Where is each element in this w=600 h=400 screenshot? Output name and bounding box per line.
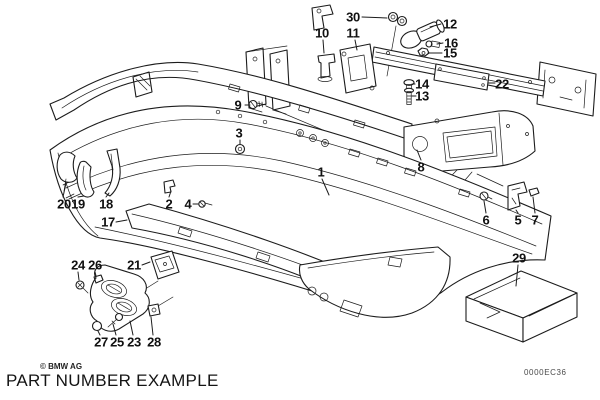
diagram-code: 0000EC36	[524, 368, 567, 377]
bolt-16	[426, 41, 440, 48]
clip-2	[164, 180, 175, 193]
bolt-13	[405, 88, 414, 104]
part-label-2[interactable]: 2	[165, 196, 173, 212]
bar-end-plate	[537, 62, 596, 116]
screw-25	[108, 314, 123, 328]
part-label-27[interactable]: 27	[94, 334, 108, 350]
copyright-text: © BMW AG	[40, 362, 83, 371]
part-label-19[interactable]: 19	[71, 196, 85, 212]
part-label-13[interactable]: 13	[415, 88, 429, 104]
leader-lines	[63, 17, 535, 335]
nut-15	[418, 48, 429, 56]
screw-6	[480, 192, 492, 200]
license-plate-base-23	[90, 265, 149, 331]
part-label-12[interactable]: 12	[443, 16, 457, 32]
part-label-10[interactable]: 10	[315, 25, 329, 41]
part-label-15[interactable]: 15	[443, 45, 457, 61]
part-label-1[interactable]: 1	[317, 164, 325, 180]
cap-14	[404, 80, 414, 89]
part-label-7[interactable]: 7	[531, 212, 539, 228]
part-label-18[interactable]: 18	[99, 196, 113, 212]
part-label-17[interactable]: 17	[101, 214, 115, 230]
hook-19	[77, 161, 94, 197]
part-label-25[interactable]: 25	[110, 334, 124, 350]
clip-26	[94, 275, 103, 283]
part-label-23[interactable]: 23	[127, 334, 141, 350]
page-caption: PART NUMBER EXAMPLE	[6, 371, 219, 390]
part-label-26[interactable]: 26	[88, 257, 102, 273]
part-label-28[interactable]: 28	[147, 334, 161, 350]
box-29	[466, 271, 577, 342]
part-label-11[interactable]: 11	[346, 25, 360, 41]
angle-bracket-top	[312, 5, 333, 30]
washer-3	[236, 145, 245, 154]
part-label-16[interactable]: 16	[444, 35, 458, 51]
bracket-10	[318, 54, 335, 82]
strap-18	[105, 149, 120, 196]
part-label-5[interactable]: 5	[514, 212, 522, 228]
screw-24	[76, 281, 88, 293]
cap-27	[93, 322, 102, 331]
part-label-4[interactable]: 4	[184, 196, 192, 212]
motor-12	[398, 18, 447, 51]
bracket-11	[340, 44, 376, 93]
part-label-6[interactable]: 6	[482, 212, 490, 228]
reinforcement-strip-22	[434, 64, 489, 90]
part-label-9[interactable]: 9	[234, 97, 242, 113]
clip-7	[529, 188, 539, 196]
part-label-29[interactable]: 29	[512, 250, 526, 266]
pad-21	[151, 251, 179, 279]
part-label-24[interactable]: 24	[71, 257, 85, 273]
nut-28	[148, 304, 160, 316]
nuts-30	[389, 13, 407, 26]
bracket-5	[508, 182, 527, 210]
corner-spoiler	[299, 247, 450, 317]
part-label-30[interactable]: 30	[346, 9, 360, 25]
part-label-21[interactable]: 21	[127, 257, 141, 273]
part-label-20[interactable]: 20	[57, 196, 71, 212]
part-label-3[interactable]: 3	[235, 125, 243, 141]
part-label-14[interactable]: 14	[415, 76, 429, 92]
screw-4	[199, 201, 212, 207]
part-label-22[interactable]: 22	[495, 76, 509, 92]
part-label-8[interactable]: 8	[417, 159, 425, 175]
